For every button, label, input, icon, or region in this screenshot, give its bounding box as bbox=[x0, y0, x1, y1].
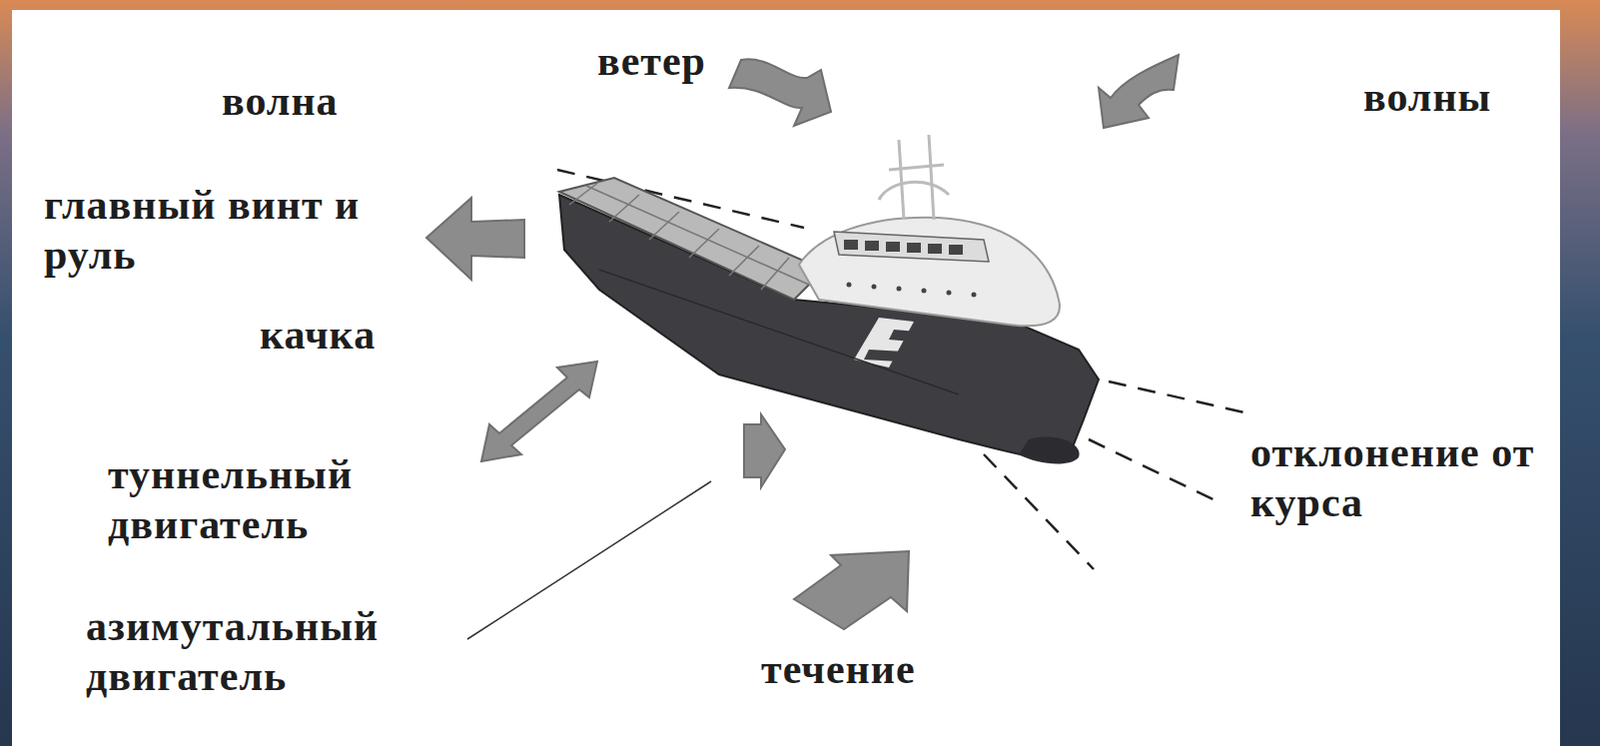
annotation-label: отклонение от курса bbox=[1250, 427, 1591, 528]
annotation-label: течение bbox=[761, 644, 1001, 695]
annotation-label: волны bbox=[1363, 71, 1564, 122]
annotation-label: туннельный двигатель bbox=[107, 449, 408, 550]
annotation-label: качка bbox=[259, 309, 460, 360]
roll-arrow bbox=[481, 361, 598, 462]
leader-line bbox=[467, 481, 712, 640]
annotation-label: азимутальный двигатель bbox=[85, 601, 426, 702]
annotation-label: ветер bbox=[597, 35, 798, 86]
thruster-arrow bbox=[744, 414, 786, 488]
wind-arrow bbox=[729, 58, 831, 126]
course-lines bbox=[557, 169, 1249, 570]
annotation-label: волна bbox=[221, 75, 422, 126]
propulsion-arrow bbox=[426, 197, 525, 280]
ship bbox=[559, 134, 1099, 464]
annotation-label: главный винт и руль bbox=[43, 179, 384, 280]
current-arrow bbox=[794, 551, 909, 630]
waves-arrow bbox=[1098, 54, 1179, 128]
